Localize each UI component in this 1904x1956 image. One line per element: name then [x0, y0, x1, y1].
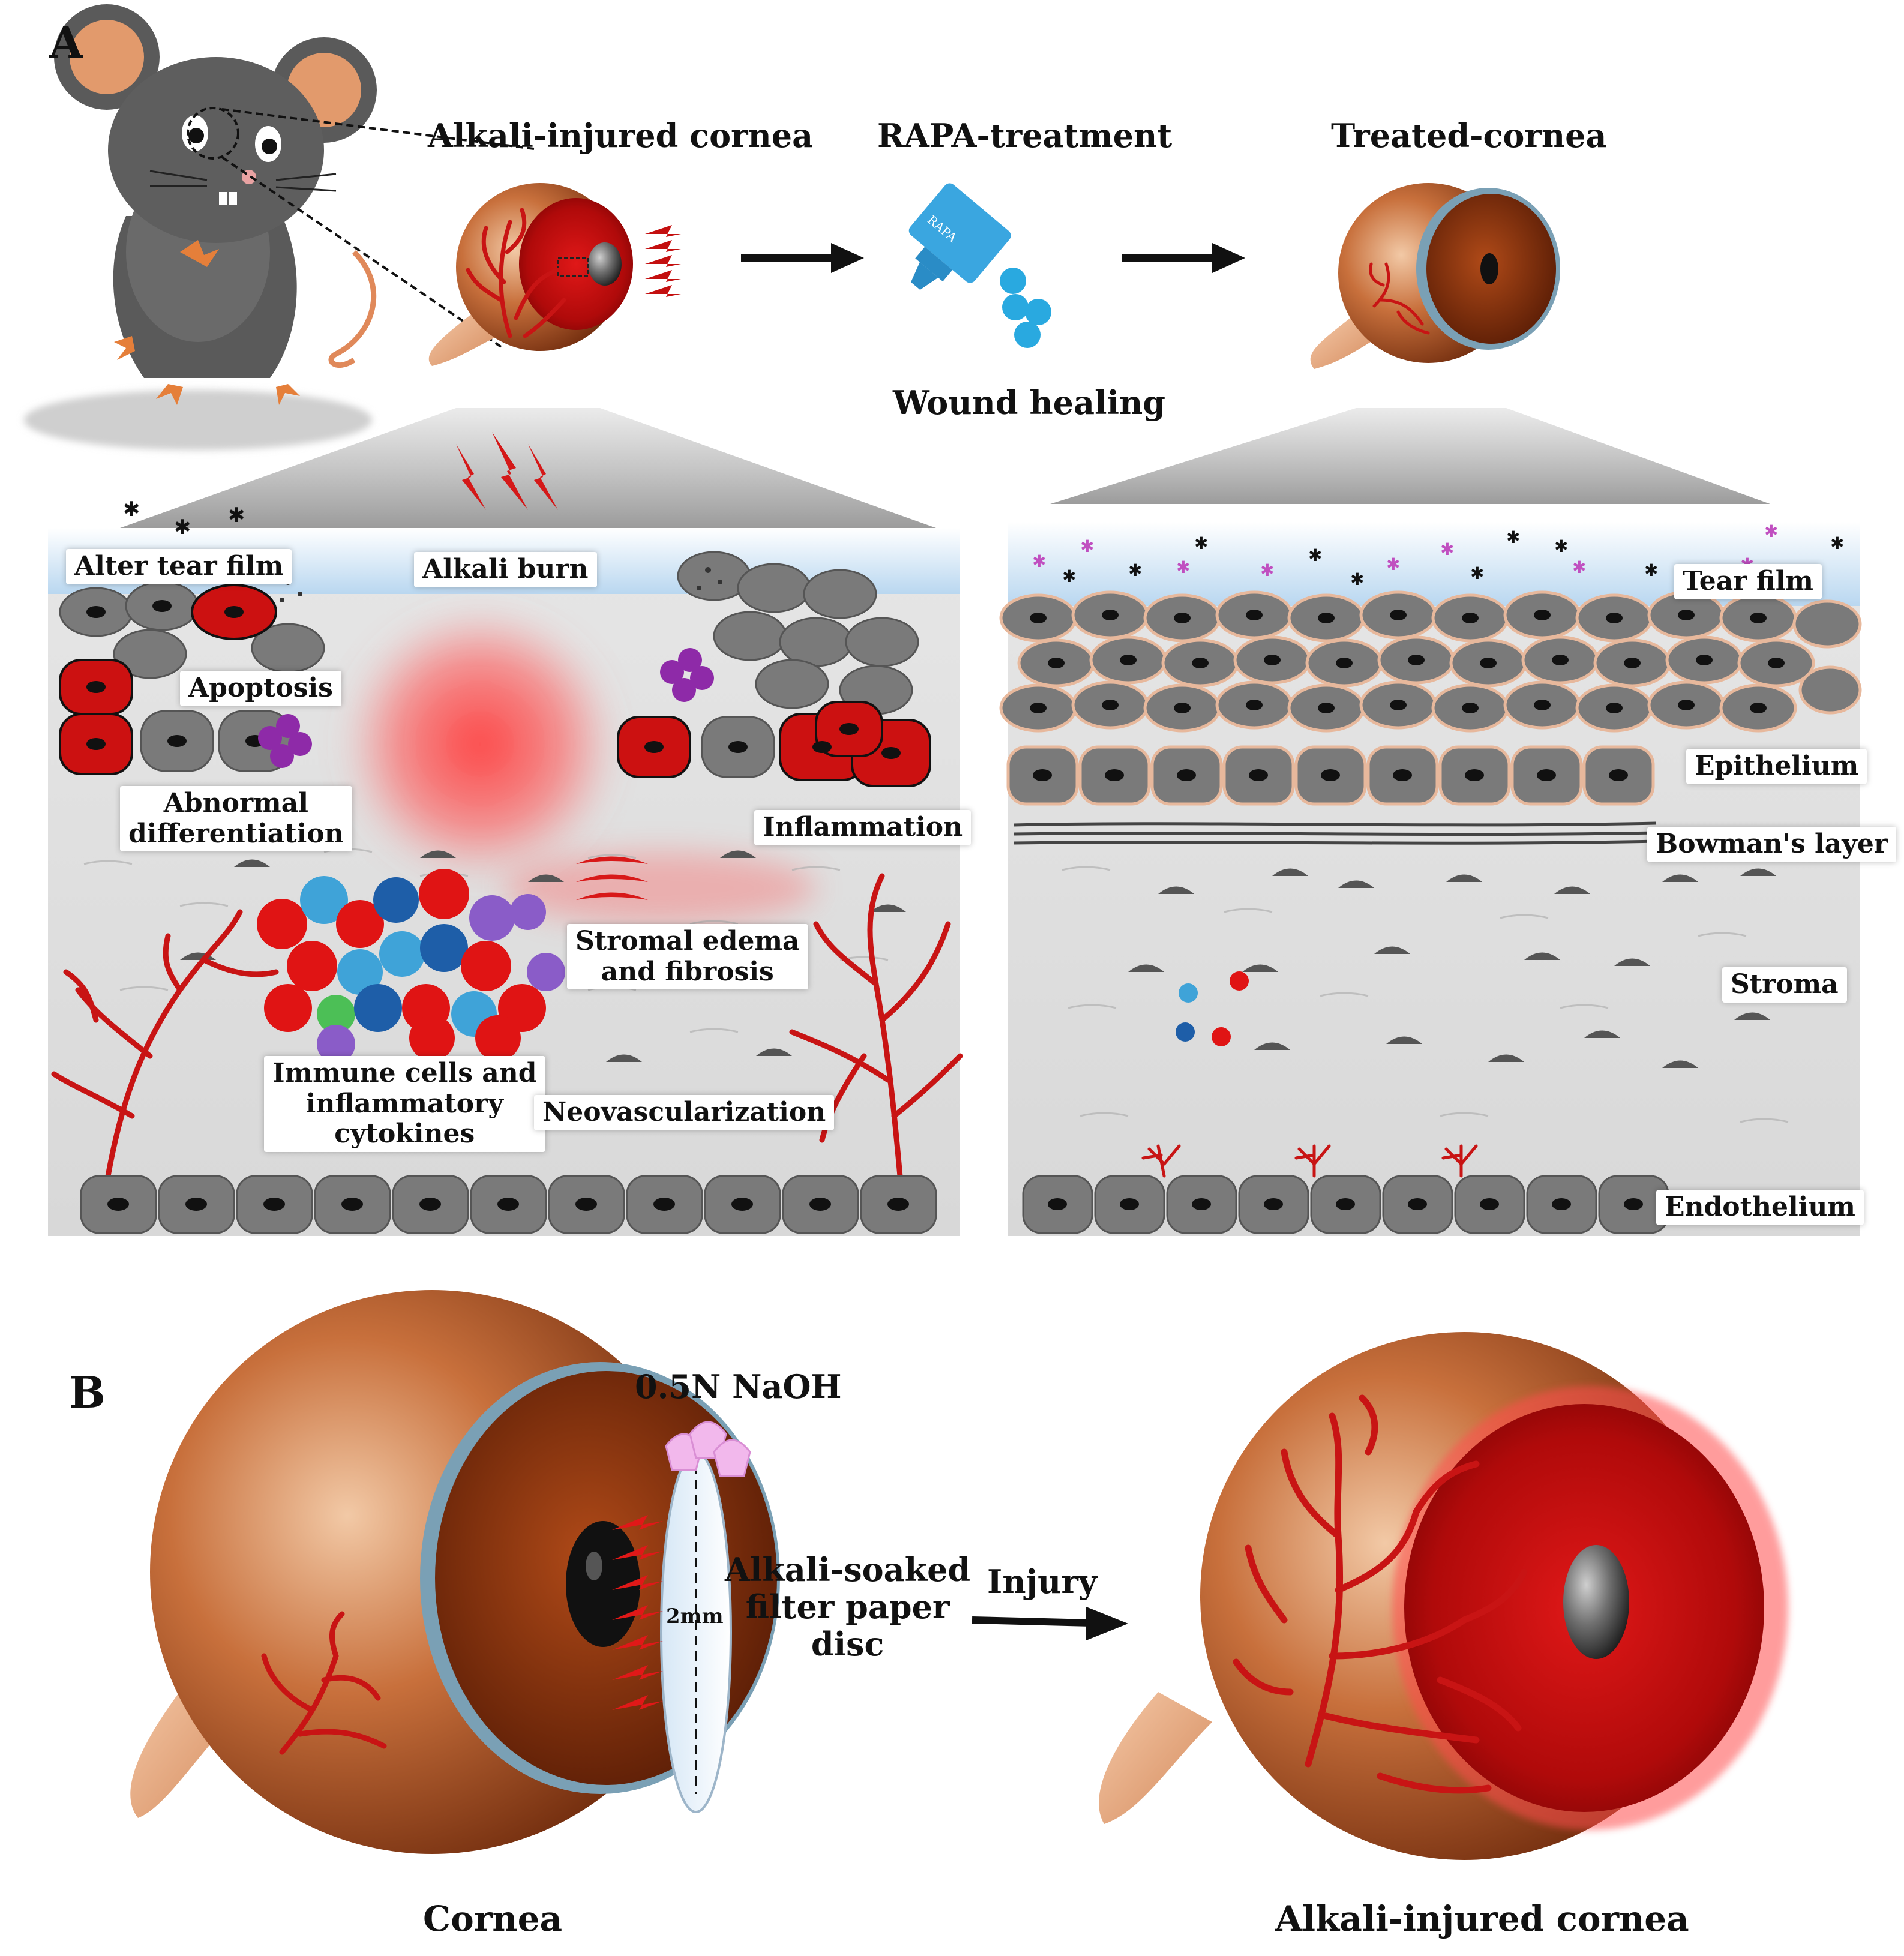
svg-text:✱: ✱	[1830, 533, 1844, 553]
alter-tear-film-label: Alter tear film	[66, 549, 292, 584]
immune-cell-cluster	[257, 869, 565, 1063]
tear-particles-injured: ✱ ✱ ✱	[123, 497, 245, 539]
svg-text:✱: ✱	[1128, 560, 1142, 580]
alkali-burn-bolts	[456, 432, 558, 510]
treated-cornea-section: ✱✱✱ ✱✱✱ ✱✱✱ ✱✱✱ ✱✱✱ ✱✱✱ ✱	[999, 521, 1862, 1236]
endothelium-label: Endothelium	[1656, 1190, 1864, 1225]
stromal-edema-text: Stromal edema and fibrosis	[575, 926, 800, 987]
cornea-caption: Cornea	[423, 1898, 563, 1939]
svg-text:✱: ✱	[123, 497, 140, 521]
alkali-burn-label: Alkali burn	[414, 552, 597, 587]
naoh-label: 0.5N NaOH	[635, 1367, 842, 1406]
stroma-label: Stroma	[1722, 967, 1847, 1003]
svg-text:✱: ✱	[1644, 560, 1658, 580]
endothelium-injured	[80, 1175, 937, 1234]
svg-text:✱: ✱	[1260, 560, 1274, 580]
neovascularization-label: Neovascularization	[534, 1095, 835, 1130]
title-rapa-treatment: RAPA-treatment	[877, 116, 1173, 155]
svg-text:✱: ✱	[1308, 545, 1322, 565]
panel-b-label: B	[69, 1367, 106, 1418]
treated-eye-small	[1310, 183, 1560, 369]
apoptosis-label: Apoptosis	[180, 671, 341, 706]
stromal-edema-label: Stromal edema and fibrosis	[567, 924, 808, 990]
title-treated-cornea: Treated-cornea	[1331, 116, 1607, 155]
svg-text:✱: ✱	[1080, 536, 1094, 556]
inflammation-label: Inflammation	[754, 810, 972, 845]
alkali-injured-eye-small	[428, 183, 681, 366]
tear-film-label: Tear film	[1674, 564, 1822, 599]
epithelium-label: Epithelium	[1686, 749, 1867, 784]
damaged-epithelium	[59, 551, 931, 787]
svg-text:✱: ✱	[1572, 557, 1586, 577]
panel-b-injured-eye	[1099, 1332, 1788, 1860]
abnormal-differentiation-label: Abnormal differentiation	[120, 786, 352, 852]
svg-text:✱: ✱	[1062, 566, 1076, 586]
svg-text:✱: ✱	[228, 503, 245, 527]
svg-text:✱: ✱	[174, 515, 191, 539]
alkali-soaked-disc	[612, 1421, 751, 1813]
rapa-eyedrop-bottle	[908, 183, 1051, 348]
neovascular-vessels-injured	[51, 873, 963, 1179]
svg-text:✱: ✱	[1032, 551, 1046, 571]
svg-text:✱: ✱	[1440, 539, 1454, 559]
mouse-illustration	[24, 4, 535, 450]
injury-arrow	[972, 1607, 1128, 1640]
arrow-to-treated	[1122, 243, 1245, 273]
svg-text:✱: ✱	[1506, 527, 1520, 547]
bowmans-layer-label: Bowman's layer	[1647, 827, 1896, 862]
zoom-funnel-treated	[1050, 408, 1770, 504]
svg-text:✱: ✱	[1194, 533, 1208, 553]
svg-text:✱: ✱	[1386, 554, 1400, 574]
disc-size-label: 2mm	[666, 1604, 724, 1628]
injury-label: Injury	[987, 1562, 1098, 1601]
zoom-funnel-injured	[120, 408, 936, 528]
immune-cells-text: Immune cells and inflammatory cytokines	[272, 1058, 537, 1150]
panel-a-label: A	[49, 17, 83, 68]
title-alkali-injured-cornea: Alkali-injured cornea	[428, 116, 814, 155]
svg-text:✱: ✱	[1554, 536, 1568, 556]
alkali-injured-cornea-caption: Alkali-injured cornea	[1275, 1898, 1689, 1939]
svg-text:✱: ✱	[1176, 557, 1190, 577]
svg-text:✱: ✱	[1350, 569, 1364, 589]
svg-text:✱: ✱	[1470, 563, 1484, 583]
arrow-to-treatment	[741, 243, 864, 273]
wound-healing-label: Wound healing	[893, 383, 1165, 422]
svg-text:✱: ✱	[1764, 521, 1778, 541]
filter-disc-label: Alkali-soaked filter paper disc	[725, 1550, 971, 1664]
abnormal-differentiation-text: Abnormal differentiation	[128, 788, 344, 849]
immune-cells-label: Immune cells and inflammatory cytokines	[264, 1056, 545, 1152]
